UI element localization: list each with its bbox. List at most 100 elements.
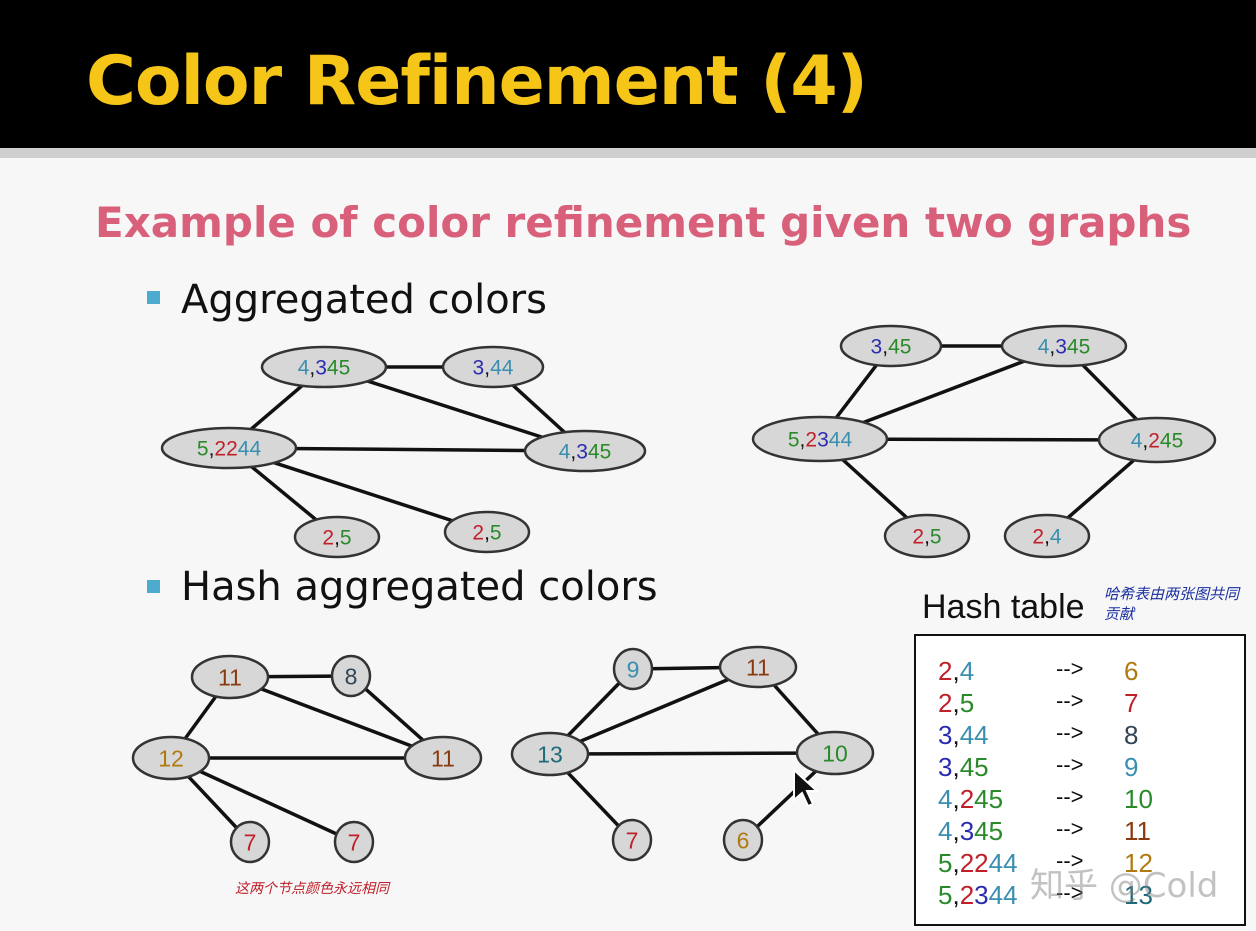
graph-node-label: 7 [626, 827, 639, 853]
hash-key: 4,245 [938, 784, 1004, 814]
hash-value: 9 [1124, 752, 1139, 782]
graph-node-label: 4,345 [1038, 336, 1091, 359]
title-separator [0, 148, 1256, 158]
graph-node [441, 345, 545, 389]
graph-node-label: 2,5 [912, 526, 941, 549]
hash-arrow: --> [1056, 816, 1084, 841]
hash-value: 6 [1124, 656, 1139, 686]
graph-node-label: 5,2344 [788, 429, 853, 452]
hash-key: 4,345 [938, 816, 1004, 846]
graph-node [1097, 416, 1217, 464]
hash-table-row: 5,2344 --> 13 [916, 880, 1244, 912]
graph-node [403, 735, 483, 781]
bullet-marker [147, 580, 160, 593]
graph-node [260, 345, 388, 389]
graph-node-label: 11 [218, 664, 242, 690]
hash-arrow: --> [1056, 720, 1084, 745]
hash-key: 2,5 [938, 688, 975, 718]
graph-hash-left: 11 8 12 11 7 7 [131, 654, 483, 864]
graph-node-label: 8 [345, 663, 358, 689]
graph-edge [549, 665, 759, 756]
graph-agg-right: 3,45 4,345 5,2344 4,245 2,5 2,4 [751, 324, 1217, 559]
graph-node [1000, 324, 1128, 368]
graph-node-label: 7 [348, 829, 361, 855]
hash-key: 2,4 [938, 656, 975, 686]
graph-node [229, 820, 271, 864]
graph-node [330, 654, 372, 698]
hash-table-row: 2,4 --> 6 [916, 656, 1244, 688]
hash-value: 11 [1124, 816, 1151, 846]
graph-node [190, 654, 270, 700]
graph-edge [229, 675, 444, 760]
graph-node [795, 730, 875, 776]
hash-value: 13 [1124, 880, 1153, 910]
hash-key: 3,44 [938, 720, 989, 750]
slide-title: Color Refinement (4) [86, 42, 868, 121]
graph-node-label: 3,45 [871, 336, 912, 359]
graph-node [611, 818, 653, 862]
hash-value: 8 [1124, 720, 1139, 750]
graph-node [883, 513, 971, 559]
hash-table-row: 5,2244 --> 12 [916, 848, 1244, 880]
hash-key: 3,45 [938, 752, 989, 782]
hash-arrow: --> [1056, 752, 1084, 777]
graph-node-label: 11 [431, 745, 455, 771]
hash-table-row: 2,5-->7 [916, 688, 1244, 720]
graph-node [333, 820, 375, 864]
graph-node-label: 2,4 [1032, 526, 1062, 549]
graph-node-label: 12 [158, 745, 184, 771]
title-bar: Color Refinement (4) [0, 0, 1256, 150]
hash-table-row: 3,45 --> 9 [916, 752, 1244, 784]
graph-node [839, 324, 943, 368]
graph-node-label: 4,345 [559, 441, 612, 464]
hash-table-title: Hash table [922, 588, 1085, 626]
graph-node [293, 515, 381, 559]
hash-table-row: 4,345 --> 11 [916, 816, 1244, 848]
graph-node-label: 6 [737, 827, 750, 853]
graph-node [718, 645, 798, 689]
bullet-aggregated-colors: Aggregated colors [181, 277, 547, 323]
graph-node-label: 11 [746, 654, 770, 680]
graph-node-label: 13 [537, 741, 563, 767]
bullet-hash-aggregated-colors: Hash aggregated colors [181, 564, 658, 610]
hash-arrow: --> [1056, 880, 1084, 905]
graph-node [510, 731, 590, 777]
hash-key: 5,2344 [938, 880, 1018, 910]
hash-arrow: --> [1056, 784, 1084, 809]
graph-node-label: 2,5 [472, 522, 501, 545]
hash-table-note: 哈希表由两张图共同贡献 [1104, 585, 1240, 623]
watermark: 知乎 @Cold [1030, 866, 1219, 906]
bullet-marker [147, 291, 160, 304]
mouse-cursor-icon [793, 768, 820, 808]
graph-node [751, 415, 889, 463]
hash-arrow: --> [1056, 848, 1084, 873]
hash-arrow: --> [1056, 656, 1084, 681]
graph-node [443, 510, 531, 554]
graph-node [612, 647, 654, 691]
graph-node [1003, 513, 1091, 559]
hash-value: 10 [1124, 784, 1153, 814]
graph-edge [549, 751, 836, 756]
hash-key: 5,2244 [938, 848, 1018, 878]
hash-value: 12 [1124, 848, 1153, 878]
graph-node-label: 2,5 [322, 527, 351, 550]
hash-table-row: 4,245 --> 10 [916, 784, 1244, 816]
graph-node-label: 7 [244, 829, 257, 855]
graph-node [160, 426, 298, 470]
hash-value: 7 [1124, 688, 1139, 718]
graph-node-label: 4,345 [298, 357, 351, 380]
graph-node [523, 429, 647, 473]
graph-hash-right: 9 11 13 10 7 6 [510, 645, 875, 862]
slide-subtitle: Example of color refinement given two gr… [95, 198, 1192, 247]
graph-node-label: 3,44 [473, 357, 514, 380]
hash-table-row: 3,44 --> 8 [916, 720, 1244, 752]
graph-node-label: 9 [627, 656, 640, 682]
graph-node [722, 818, 764, 862]
graph-node-label: 4,245 [1131, 430, 1184, 453]
same-color-note: 这两个节点颜色永远相同 [235, 881, 389, 897]
graph-node-label: 10 [822, 740, 848, 766]
graph-node [131, 735, 211, 781]
